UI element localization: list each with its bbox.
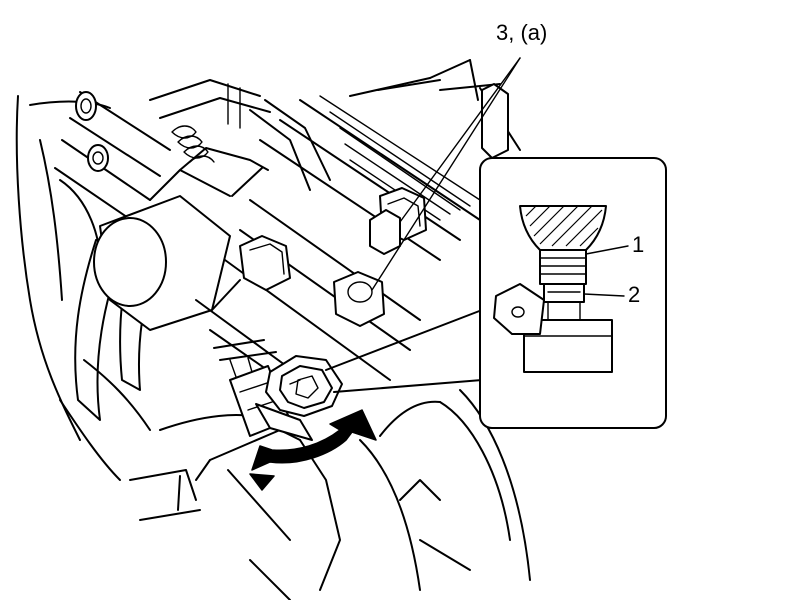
- rotation-arrow: [249, 409, 377, 491]
- leader-line-part-3: [371, 57, 521, 291]
- label-part-2: 2: [628, 282, 640, 307]
- detail-link-line-lower: [333, 379, 483, 393]
- hatching: [525, 205, 603, 247]
- sensor-body-detail: [523, 319, 613, 373]
- detail-link-line-upper: [325, 309, 483, 371]
- engine-block-drawing: [15, 59, 531, 600]
- terminal-tab: [493, 283, 545, 335]
- leader-line-part-3-alt: [399, 57, 521, 223]
- detail-inset: [479, 157, 667, 429]
- label-part-3: 3, (a): [496, 20, 547, 45]
- callout-labels: 3, (a) 1 2: [496, 20, 644, 307]
- o-ring-part-1: [539, 249, 587, 285]
- leader-lines: [325, 57, 521, 393]
- label-part-1: 1: [632, 232, 644, 257]
- gasket-part-2: [543, 283, 585, 303]
